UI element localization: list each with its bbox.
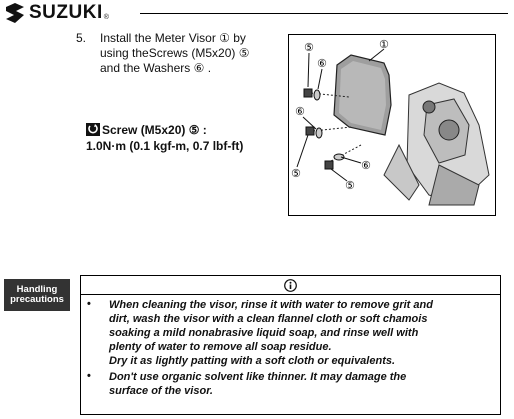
- precaution-line: Dry it as lightly patting with a soft cl…: [109, 355, 396, 367]
- precaution-line: soaking a mild nonabrasive liquid soap, …: [109, 327, 419, 339]
- callout-washer-top: ⑥: [317, 57, 327, 70]
- callout-screw-left: ⑤: [291, 167, 301, 180]
- precautions-box: • When cleaning the visor, rinse it with…: [80, 275, 501, 415]
- precaution-line: plenty of water to remove all soap resid…: [109, 341, 332, 353]
- handling-precautions-label: Handling precautions: [4, 279, 70, 311]
- step-line: Install the Meter Visor ① by: [100, 31, 246, 45]
- torque-spec: Screw (M5x20) ⑤ : 1.0N·m (0.1 kgf-m, 0.7…: [86, 122, 243, 154]
- torque-label: Screw (M5x20) ⑤ :: [102, 123, 207, 137]
- header-rule: [140, 13, 508, 14]
- callout-screw-top: ⑤: [304, 41, 314, 54]
- precautions-header: [81, 276, 500, 295]
- step-instruction: Install the Meter Visor ① by using theSc…: [100, 31, 280, 76]
- torque-value: 1.0N·m (0.1 kgf-m, 0.7 lbf-ft): [86, 139, 244, 153]
- precaution-line: dirt, wash the visor with a clean flanne…: [109, 313, 428, 325]
- suzuki-s-logo-icon: [6, 3, 24, 23]
- precaution-item: When cleaning the visor, rinse it with w…: [109, 298, 497, 368]
- brand-logo: SUZUKI ®: [4, 2, 109, 24]
- step-line: and the Washers ⑥ .: [100, 61, 212, 75]
- precaution-line: surface of the visor.: [109, 385, 213, 397]
- precaution-item: Don't use organic solvent like thinner. …: [109, 370, 497, 398]
- bullet-icon: •: [87, 298, 91, 310]
- brand-name: SUZUKI: [29, 2, 103, 23]
- callout-washer-mid: ⑥: [295, 105, 305, 118]
- visor-diagram: ① ⑤ ⑥ ⑥ ⑤ ⑥ ⑤: [291, 38, 490, 206]
- registered-mark: ®: [103, 13, 109, 21]
- info-icon: [284, 278, 297, 292]
- handling-label-line: precautions: [10, 294, 64, 305]
- step-line: using theScrews (M5x20) ⑤: [100, 46, 250, 60]
- callout-screw-low: ⑤: [345, 179, 355, 192]
- precaution-line: When cleaning the visor, rinse it with w…: [109, 299, 433, 311]
- torque-wrench-icon: [86, 123, 100, 136]
- callout-washer-low: ⑥: [361, 159, 371, 172]
- meter-visor-illustration: ① ⑤ ⑥ ⑥ ⑤ ⑥ ⑤: [288, 34, 496, 216]
- precaution-line: Don't use organic solvent like thinner. …: [109, 371, 407, 383]
- step-number: 5.: [76, 31, 87, 45]
- callout-visor: ①: [379, 38, 389, 51]
- handling-label-line: Handling: [16, 284, 58, 295]
- bullet-icon: •: [87, 370, 91, 382]
